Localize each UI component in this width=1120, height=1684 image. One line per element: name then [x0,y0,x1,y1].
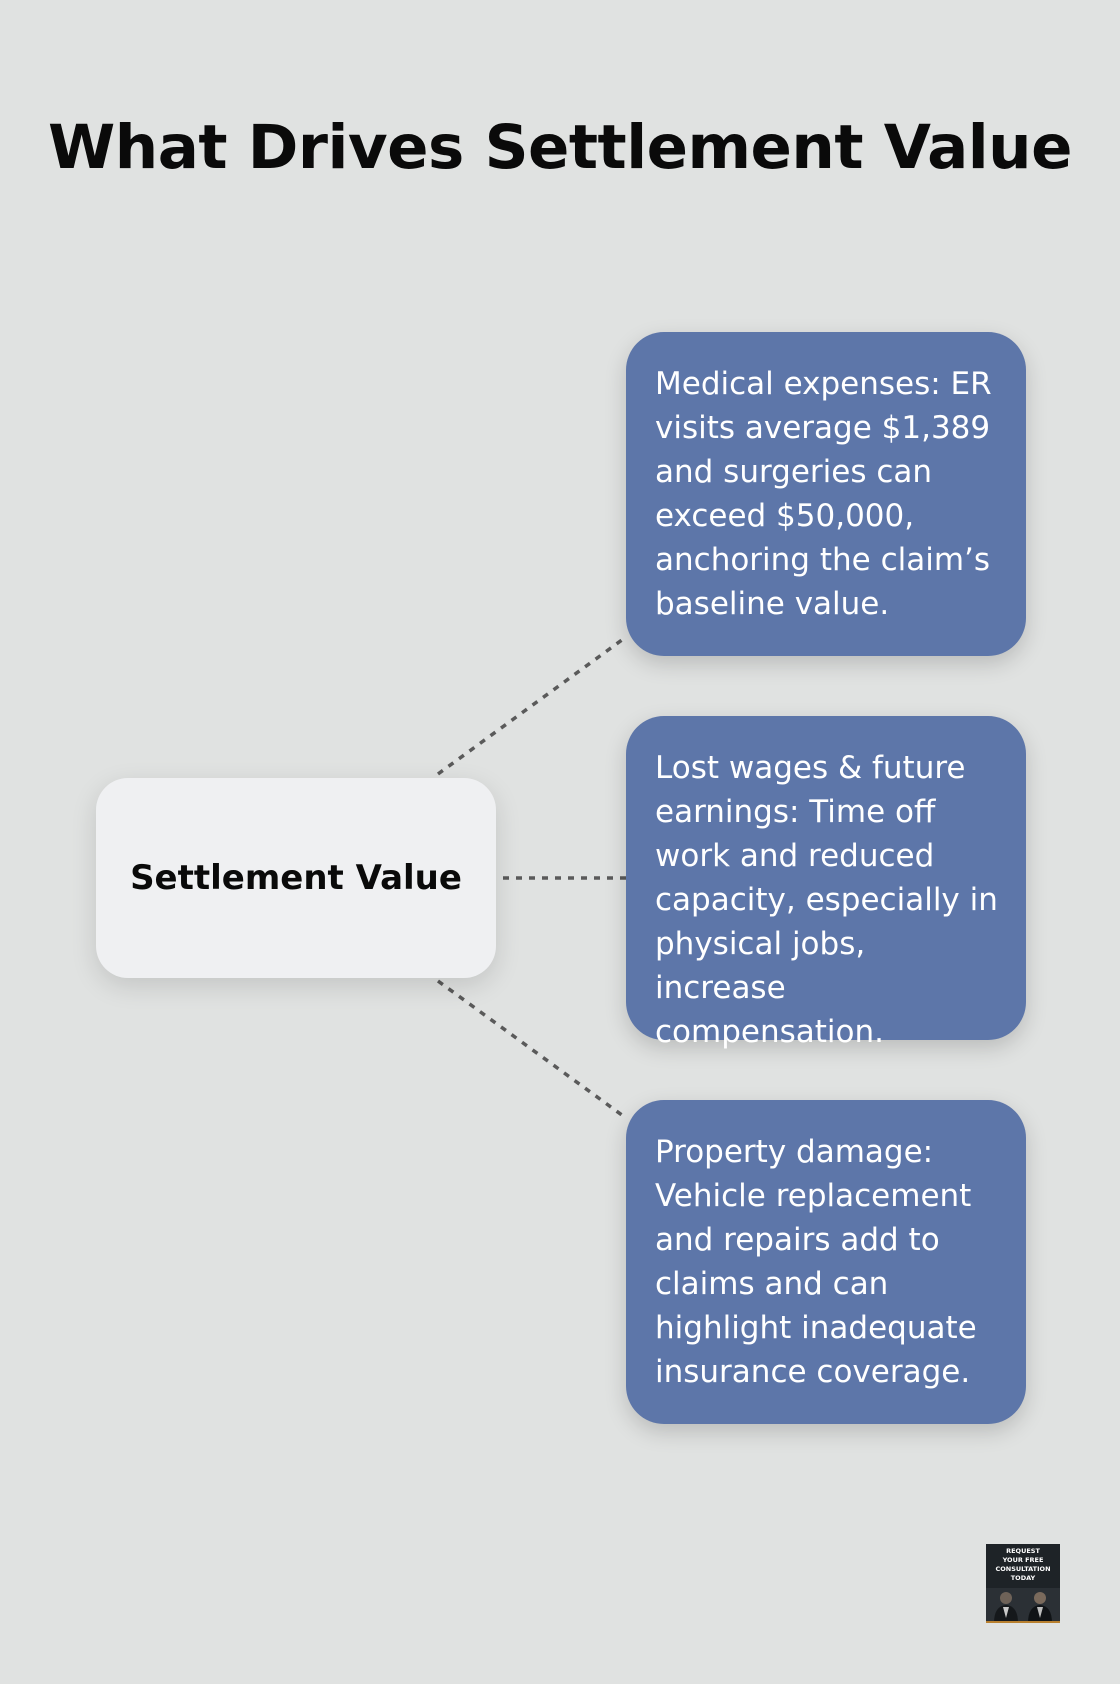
factor-text-lost-wages: Lost wages & future earnings: Time off w… [655,750,998,1050]
factor-text-property-damage: Property damage: Vehicle replacement and… [655,1134,977,1390]
consultation-badge-text: REQUEST YOUR FREE CONSULTATION TODAY [995,1547,1051,1582]
factor-box-medical-expenses: Medical expenses: ER visits average $1,3… [626,332,1026,656]
consultation-badge[interactable]: REQUEST YOUR FREE CONSULTATION TODAY [986,1544,1060,1623]
attorneys-photo-icon [986,1588,1060,1623]
factor-box-property-damage: Property damage: Vehicle replacement and… [626,1100,1026,1424]
connector-line-medical [436,635,628,776]
page-title: What Drives Settlement Value [48,112,1072,183]
connector-line-property [436,979,628,1120]
center-node-label: Settlement Value [130,858,462,898]
center-node-settlement-value: Settlement Value [96,778,496,978]
factor-text-medical-expenses: Medical expenses: ER visits average $1,3… [655,366,992,622]
factor-box-lost-wages: Lost wages & future earnings: Time off w… [626,716,1026,1050]
